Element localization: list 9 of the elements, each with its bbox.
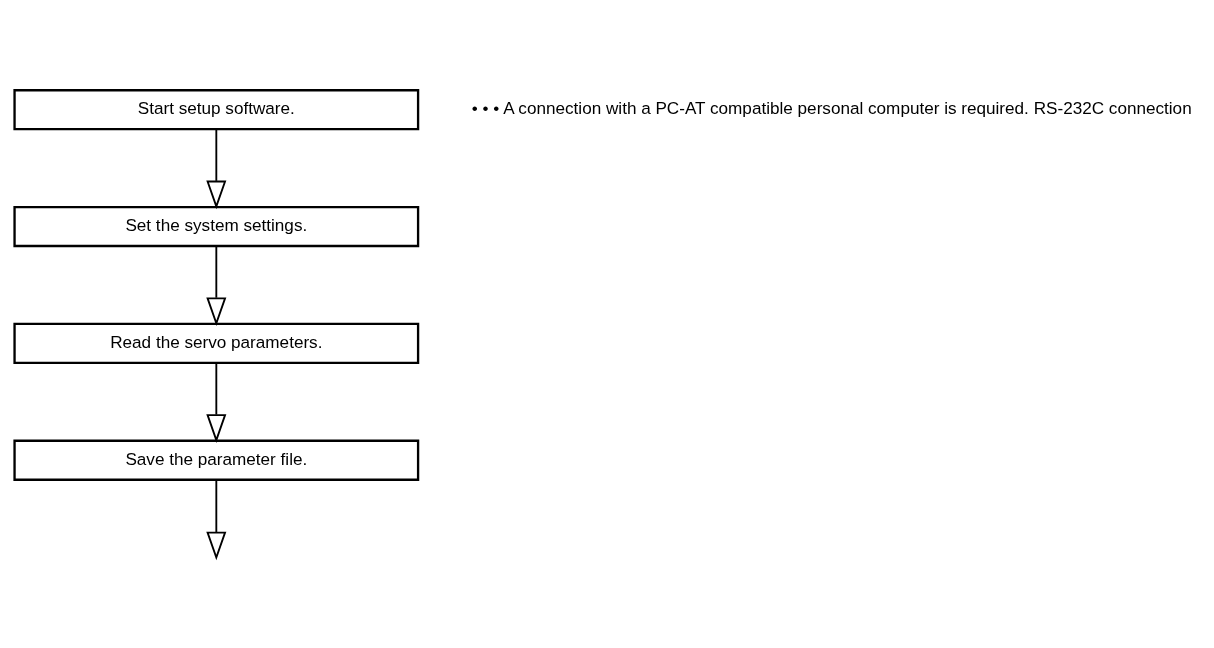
arrow xyxy=(206,478,227,560)
node-box: Save the parameter file. xyxy=(13,439,420,481)
node-box: Start setup software. xyxy=(13,88,420,130)
arrow xyxy=(206,128,227,209)
node-box: Set the system settings. xyxy=(13,205,420,247)
arrow xyxy=(206,361,227,443)
node-label: • • • A connection with a PC-AT compatible personal computer is required. RS-232C connection xyxy=(471,97,1192,118)
arrow xyxy=(206,244,227,326)
node-box: Read the servo parameters. xyxy=(13,322,420,364)
